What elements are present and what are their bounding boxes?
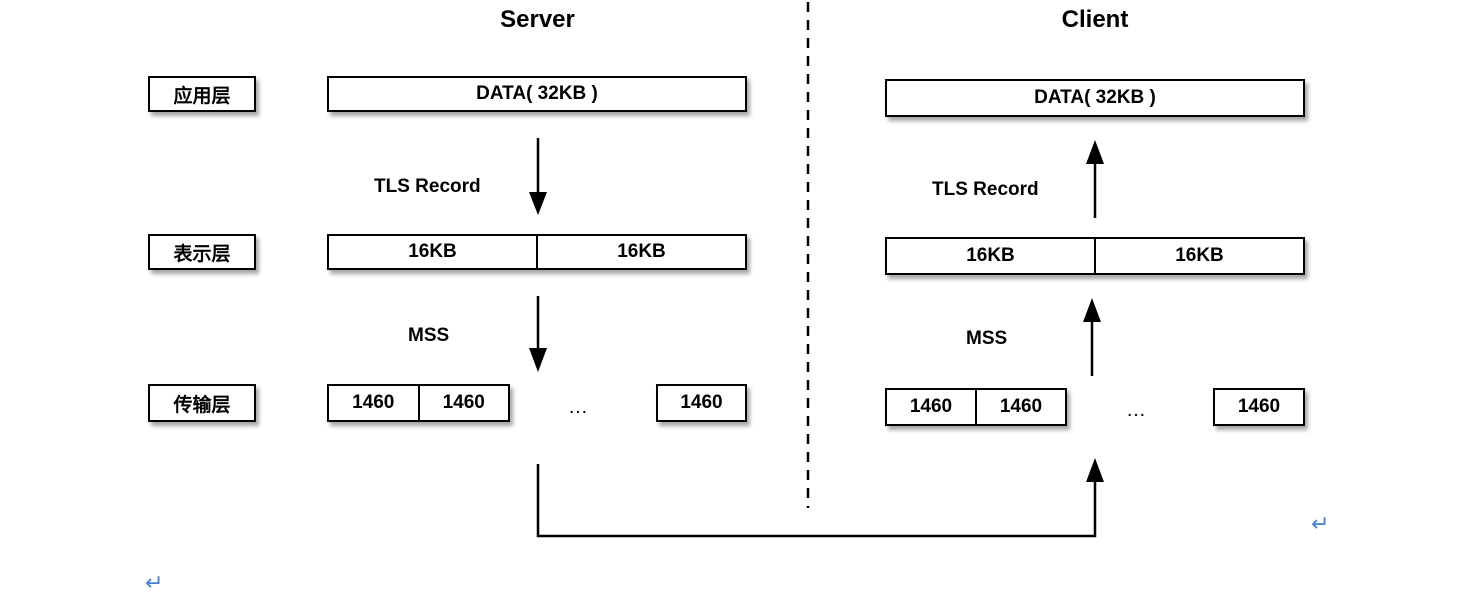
client-record-1: 16KB bbox=[966, 245, 1015, 266]
server-data-box: DATA( 32KB ) bbox=[327, 76, 747, 112]
server-mss-arrow bbox=[529, 296, 547, 372]
server-tls-records: 16KB 16KB bbox=[327, 234, 747, 270]
server-segment-2: 1460 bbox=[417, 386, 509, 420]
client-ellipsis: … bbox=[1126, 399, 1148, 421]
network-transfer-arrow bbox=[536, 458, 1104, 538]
server-tls-arrow bbox=[529, 138, 547, 215]
client-segment-2: 1460 bbox=[975, 390, 1065, 424]
server-segment-1: 1460 bbox=[352, 392, 395, 413]
server-last-segment: 1460 bbox=[656, 384, 747, 422]
server-tls-label: TLS Record bbox=[374, 176, 481, 197]
client-mss-label: MSS bbox=[966, 328, 1008, 349]
server-segments: 1460 1460 bbox=[327, 384, 510, 422]
return-mark-icon: ↵ bbox=[1311, 512, 1330, 537]
application-layer-label: 应用层 bbox=[148, 76, 256, 112]
client-record-2: 16KB bbox=[1094, 239, 1303, 273]
client-last-segment: 1460 bbox=[1213, 388, 1305, 426]
transport-layer-label: 传输层 bbox=[148, 384, 256, 422]
server-title: Server bbox=[500, 6, 575, 33]
client-segment-1: 1460 bbox=[909, 396, 953, 417]
client-tls-arrow bbox=[1086, 140, 1104, 218]
presentation-layer-label: 表示层 bbox=[148, 234, 256, 270]
client-title: Client bbox=[1061, 6, 1129, 33]
server-ellipsis: … bbox=[568, 396, 590, 418]
client-tls-records: 16KB 16KB bbox=[885, 237, 1305, 275]
server-record-2: 16KB bbox=[536, 236, 745, 268]
client-mss-arrow bbox=[1083, 298, 1101, 376]
client-data-box: DATA( 32KB ) bbox=[885, 79, 1305, 117]
return-mark-icon-2: ↵ bbox=[145, 571, 164, 596]
client-segments: 1460 1460 bbox=[885, 388, 1067, 426]
server-mss-label: MSS bbox=[408, 325, 450, 346]
client-tls-label: TLS Record bbox=[932, 179, 1039, 200]
server-record-1: 16KB bbox=[408, 241, 457, 262]
